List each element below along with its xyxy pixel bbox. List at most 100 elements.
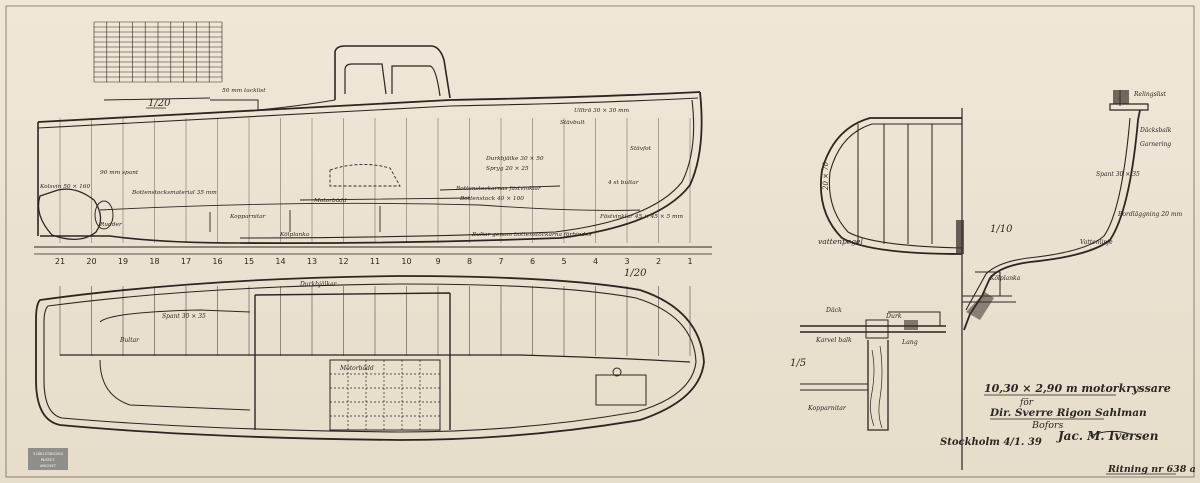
station-number: 2: [656, 257, 661, 266]
sheet-border: [5, 5, 1195, 478]
annotation: Lang: [901, 339, 918, 346]
propeller: [94, 200, 114, 230]
profile-scale: 1/20: [148, 98, 171, 109]
station-number: 7: [498, 257, 503, 266]
section-hull-left: [820, 117, 963, 255]
plan-scale: 1/20: [624, 268, 647, 279]
section-frames: [857, 124, 933, 244]
annotation: Spryg 20 × 25: [486, 166, 529, 172]
gunwale-block: [1113, 90, 1129, 104]
station-number: 1: [687, 257, 692, 266]
station-number: 20: [86, 257, 96, 266]
annotation: Kölplanka: [989, 275, 1021, 282]
stem-detail: [966, 292, 994, 320]
title-owner: Dir. Sverre Rigon Sahlman: [989, 407, 1147, 419]
annotation: Kopparnitar: [807, 405, 847, 412]
svg-text:vattenpegel: vattenpegel: [818, 237, 863, 246]
annotation: 90 mm spant: [100, 170, 139, 176]
station-number: 15: [244, 257, 254, 266]
station-number: 13: [307, 257, 317, 266]
deck-plate: [612, 367, 622, 377]
section-scale: 1/10: [990, 224, 1013, 235]
annotation: Relingslist: [1133, 91, 1167, 98]
annotation: Däcksbalk: [1139, 127, 1172, 134]
date-place: Stockholm 4/1. 39: [940, 437, 1042, 448]
annotation: Stävbult: [560, 120, 585, 126]
annotation: Spant 30 × 35: [1096, 171, 1140, 178]
annotation: Karvel balk: [815, 337, 852, 344]
station-number: 16: [212, 257, 222, 266]
midship-section: vattenpegel 20 × 70 1/10 RelingslistDäck…: [818, 90, 1183, 470]
title-main: 10,30 × 2,90 m motorkryssare: [984, 382, 1171, 395]
annotation: Motorbädd: [313, 198, 347, 204]
annotation: Durk: [885, 313, 902, 320]
svg-text:20 × 70: 20 × 70: [822, 161, 830, 191]
annotation: Däck: [825, 307, 842, 314]
archive-stamp: SJÖHISTORISKA MUSEET ARKIVET: [28, 448, 68, 470]
annotation: Durkbjälkar: [299, 281, 338, 288]
station-number: 10: [401, 257, 411, 266]
sheer-line: [37, 91, 701, 123]
station-number: 4: [593, 257, 598, 266]
station-number: 12: [338, 257, 348, 266]
annotation: 4 st bultar: [607, 180, 640, 186]
engine-hatch: [329, 359, 441, 431]
profile-notes: 50 mm tacklist 90 mm spantBottenstocksmat…: [39, 88, 684, 238]
station-number: 14: [275, 257, 285, 266]
svg-text:ARKIVET: ARKIVET: [40, 463, 57, 468]
annotation: Durkbjälke 30 × 50: [485, 156, 544, 162]
stem: [239, 91, 703, 245]
annotation: Kölplanka: [279, 232, 310, 238]
station-number: 21: [55, 257, 65, 266]
station-number: 3: [624, 257, 629, 266]
profile-stations: [59, 118, 691, 243]
title-block: 10,30 × 2,90 m motorkryssare för Dir. Sv…: [940, 382, 1196, 475]
station-number: 11: [370, 257, 380, 266]
annotation: Kolsvin 50 × 160: [39, 184, 90, 190]
section-hull-right: [963, 109, 1141, 331]
station-number: 17: [181, 257, 191, 266]
annotation: Vattenlinje: [1080, 239, 1113, 246]
keel-line: [40, 235, 241, 244]
svg-text:MUSEET: MUSEET: [41, 457, 55, 462]
annotation: Kopparnitar: [229, 214, 267, 220]
annotation: Garnering: [1140, 141, 1171, 148]
keel-block: [956, 220, 964, 254]
svg-text:SJÖHISTORISKA: SJÖHISTORISKA: [33, 451, 63, 456]
annotation: 50 mm tacklist: [222, 88, 266, 94]
station-number: 19: [118, 257, 128, 266]
annotation: Motorbädd: [339, 365, 374, 372]
station-number: 5: [561, 257, 566, 266]
signature: Jac. M. Iversen: [1056, 429, 1158, 443]
annotation: Bordläggning 20 mm: [1117, 211, 1183, 218]
grid-block: [93, 21, 223, 83]
station-number: 8: [467, 257, 472, 266]
profile-view: 50 mm tacklist 90 mm spantBottenstocksmat…: [34, 21, 712, 255]
station-number: 6: [530, 257, 535, 266]
station-number: 18: [149, 257, 159, 266]
annotation: Bultar: [119, 337, 140, 344]
annotation: Bultar genom bottenstockarna förbindes: [471, 232, 592, 238]
plan-outline: [35, 275, 705, 441]
annotation: Bottenstockarnas fästvinklar: [455, 186, 542, 192]
fore-hatch: [595, 374, 647, 406]
cockpit-coaming: [60, 354, 691, 363]
annotation: Fästvinklar 45 × 45 × 5 mm: [599, 214, 684, 220]
annotation: Stävfot: [630, 146, 652, 152]
detail-scale: 1/5: [790, 358, 806, 369]
annotation: Bottenstocksmaterial 35 mm: [131, 190, 217, 196]
drawing-number: Ritning nr 638 a: [1107, 464, 1196, 475]
annotation: Rudder: [99, 222, 123, 228]
station-number: 9: [435, 257, 440, 266]
title-place: Bofors: [1031, 420, 1063, 431]
annotation: Bottenstock 40 × 100: [459, 196, 524, 202]
annotation: Spant 30 × 35: [162, 313, 206, 320]
cabin-outline: [334, 45, 451, 100]
